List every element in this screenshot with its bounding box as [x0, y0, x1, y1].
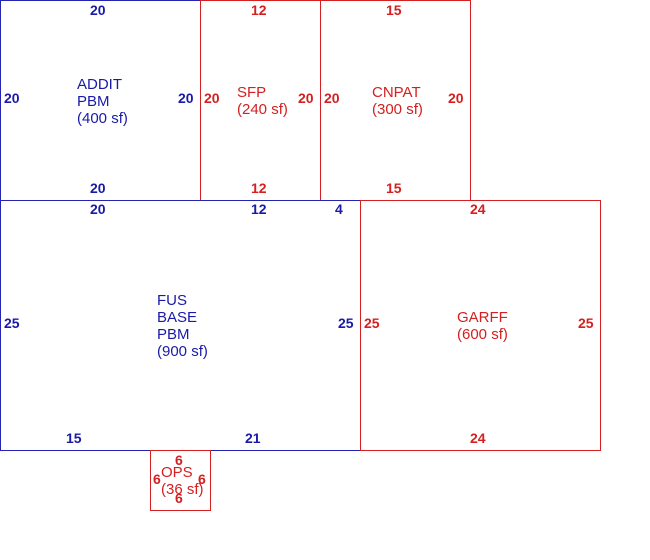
room-ops-outline [150, 450, 211, 511]
addit-dim-left: 20 [4, 90, 20, 106]
sfp-dim-left: 20 [204, 90, 220, 106]
room-sfp-label: SFP (240 sf) [237, 84, 288, 118]
room-garff-name: GARFF [457, 309, 508, 326]
room-garff-outline [360, 200, 601, 451]
room-addit-area: (400 sf) [77, 110, 128, 127]
sfp-dim-right: 20 [298, 90, 314, 106]
room-cnpat-area: (300 sf) [372, 101, 423, 118]
room-sfp-name: SFP [237, 84, 267, 101]
room-fus-area: (900 sf) [157, 343, 208, 360]
room-ops-label: OPS (36 sf) [161, 464, 204, 498]
fus-dim-top-right: 4 [335, 201, 343, 217]
room-garff-label: GARFF (600 sf) [457, 309, 508, 343]
sfp-dim-bottom: 12 [251, 180, 267, 196]
fus-dim-bottom-left: 15 [66, 430, 82, 446]
room-ops-name: OPS [161, 464, 193, 481]
room-fus-name-1: FUS [157, 292, 187, 309]
room-fus-name-3: PBM [157, 326, 190, 343]
garff-dim-right: 25 [578, 315, 594, 331]
fus-dim-left: 25 [4, 315, 20, 331]
room-fus-label: FUS BASE PBM (900 sf) [157, 292, 208, 360]
cnpat-dim-left: 20 [324, 90, 340, 106]
cnpat-dim-bottom: 15 [386, 180, 402, 196]
room-cnpat-name: CNPAT [372, 84, 421, 101]
fus-dim-right: 25 [338, 315, 354, 331]
room-ops-area: (36 sf) [161, 481, 204, 498]
addit-dim-top: 20 [90, 2, 106, 18]
room-sfp-area: (240 sf) [237, 101, 288, 118]
cnpat-dim-top: 15 [386, 2, 402, 18]
room-fus-name-2: BASE [157, 309, 198, 326]
room-addit-name-1: ADDIT [77, 76, 122, 93]
cnpat-dim-right: 20 [448, 90, 464, 106]
room-addit-name-2: PBM [77, 93, 110, 110]
fus-dim-top-left: 20 [90, 201, 106, 217]
addit-dim-right: 20 [178, 90, 194, 106]
sfp-dim-top: 12 [251, 2, 267, 18]
addit-dim-bottom: 20 [90, 180, 106, 196]
garff-dim-bottom: 24 [470, 430, 486, 446]
garff-dim-left: 25 [364, 315, 380, 331]
garff-dim-top: 24 [470, 201, 486, 217]
room-garff-area: (600 sf) [457, 326, 508, 343]
fus-dim-top-mid: 12 [251, 201, 267, 217]
ops-dim-bottom: 6 [175, 490, 183, 506]
room-addit-label: ADDIT PBM (400 sf) [77, 76, 128, 127]
room-cnpat-label: CNPAT (300 sf) [372, 84, 423, 118]
ops-dim-right: 6 [198, 471, 206, 487]
ops-dim-top: 6 [175, 452, 183, 468]
ops-dim-left: 6 [153, 471, 161, 487]
fus-dim-bottom-right: 21 [245, 430, 261, 446]
